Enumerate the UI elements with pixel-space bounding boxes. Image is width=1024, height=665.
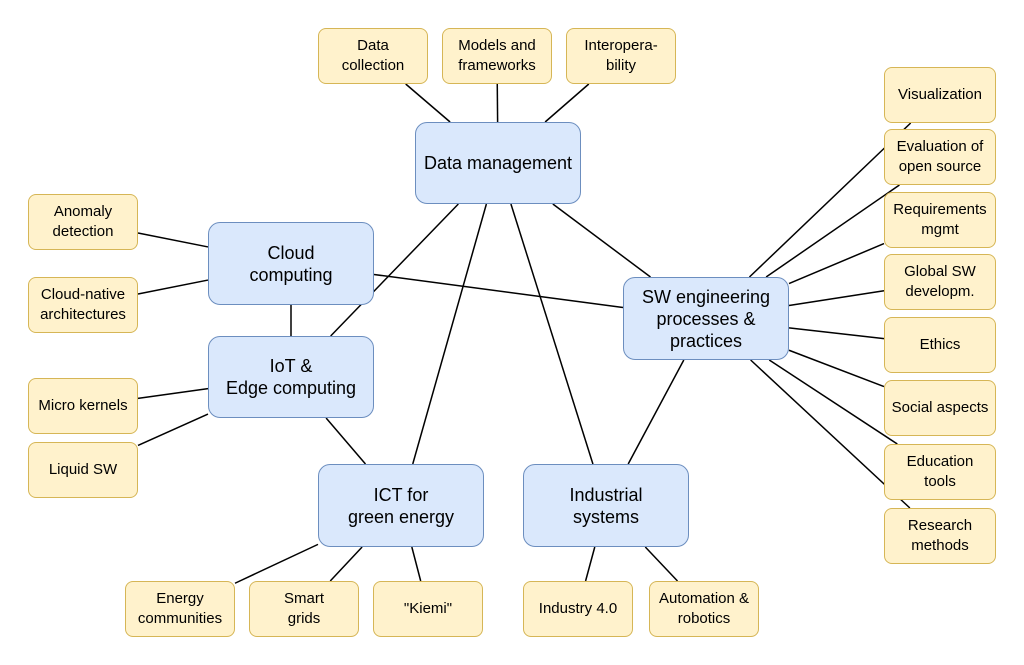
node-interoperability: Interopera- bility: [566, 28, 676, 84]
node-automation-robotics: Automation & robotics: [649, 581, 759, 637]
node-micro-kernels: Micro kernels: [28, 378, 138, 434]
node-smart-grids: Smart grids: [249, 581, 359, 637]
edge-data_management-sw_engineering: [552, 203, 651, 278]
edge-sw_engineering-visualization: [748, 122, 912, 278]
edge-sw_engineering-requirements: [788, 242, 885, 285]
edge-industrial-industry40: [584, 546, 596, 582]
node-evaluation-open-source: Evaluation of open source: [884, 129, 996, 185]
edge-data_management-ict_green: [412, 203, 488, 465]
edge-sw_engineering-ethics: [788, 327, 885, 340]
edge-cloud_computing-sw_engineering: [373, 273, 624, 309]
node-requirements-mgmt: Requirements mgmt: [884, 192, 996, 248]
edge-iot_edge-micro_kernels: [137, 387, 209, 400]
edge-ict_green-smart_grids: [329, 546, 363, 582]
edge-sw_engineering-global_sw: [788, 289, 885, 307]
node-data-management: Data management: [415, 122, 581, 204]
edge-data_management-data_collection: [405, 83, 451, 123]
edge-sw_engineering-education_tools: [768, 359, 898, 445]
edge-sw_engineering-research_methods: [750, 359, 911, 509]
edge-ict_green-energy_communities: [234, 543, 319, 584]
node-cloud-native: Cloud-native architectures: [28, 277, 138, 333]
edge-iot_edge-ict_green: [325, 417, 367, 465]
node-iot-edge-computing: IoT & Edge computing: [208, 336, 374, 418]
node-industry-4-0: Industry 4.0: [523, 581, 633, 637]
node-anomaly-detection: Anomaly detection: [28, 194, 138, 250]
node-education-tools: Education tools: [884, 444, 996, 500]
edge-data_management-industrial: [510, 203, 594, 465]
node-industrial-systems: Industrial systems: [523, 464, 689, 547]
node-global-sw-development: Global SW developm.: [884, 254, 996, 310]
edge-cloud_computing-anomaly_detection: [137, 232, 209, 248]
node-ict-green-energy: ICT for green energy: [318, 464, 484, 547]
edge-sw_engineering-social_aspects: [788, 349, 885, 388]
node-ethics: Ethics: [884, 317, 996, 373]
edge-sw_engineering-evaluation_os: [765, 184, 900, 278]
edge-industrial-sw_engineering: [627, 359, 685, 465]
node-models-frameworks: Models and frameworks: [442, 28, 552, 84]
node-visualization: Visualization: [884, 67, 996, 123]
node-social-aspects: Social aspects: [884, 380, 996, 436]
edge-cloud_computing-cloud_native: [137, 279, 209, 295]
edge-data_management-interoperability: [544, 83, 590, 123]
node-liquid-sw: Liquid SW: [28, 442, 138, 498]
node-cloud-computing: Cloud computing: [208, 222, 374, 305]
node-kiemi: "Kiemi": [373, 581, 483, 637]
node-research-methods: Research methods: [884, 508, 996, 564]
edge-data_management-iot_edge: [330, 203, 459, 337]
node-sw-engineering: SW engineering processes & practices: [623, 277, 789, 360]
node-data-collection: Data collection: [318, 28, 428, 84]
node-energy-communities: Energy communities: [125, 581, 235, 637]
edge-iot_edge-liquid_sw: [137, 413, 209, 447]
edge-ict_green-kiemi: [411, 546, 422, 582]
edge-industrial-automation: [644, 546, 679, 582]
